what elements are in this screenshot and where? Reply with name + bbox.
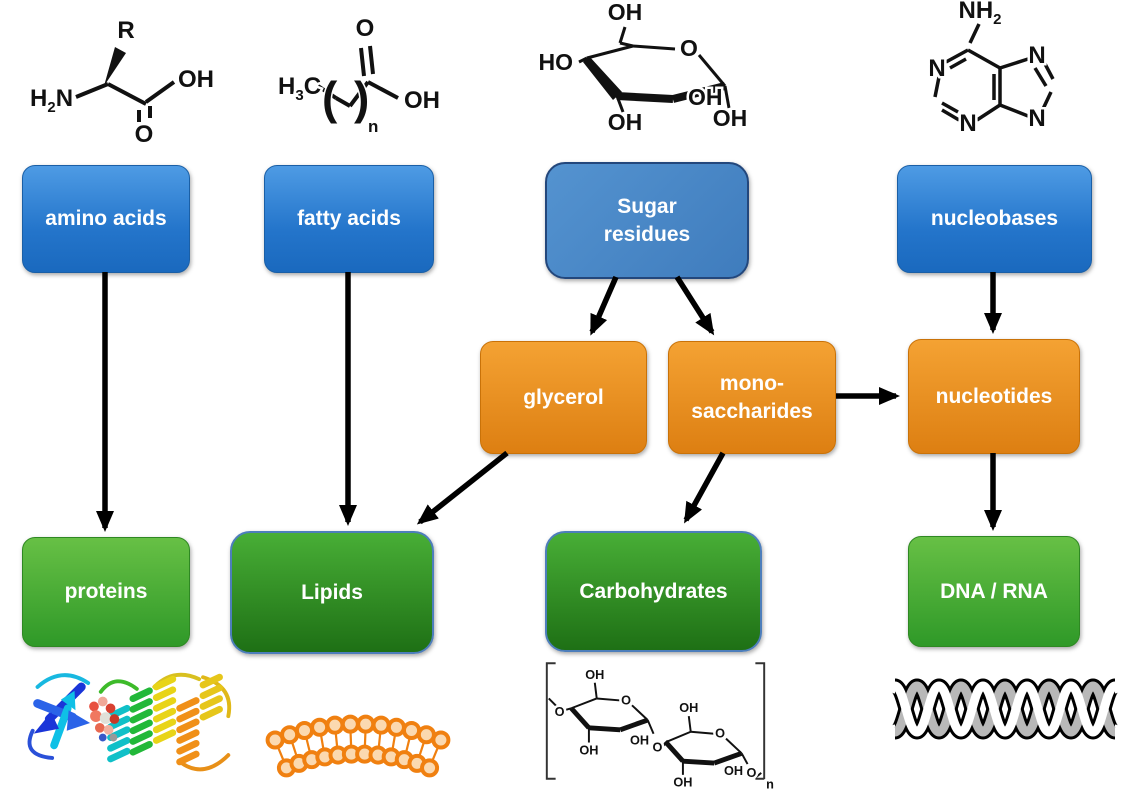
svg-text:H3C: H3C <box>278 73 321 104</box>
svg-text:N: N <box>1028 42 1045 69</box>
node-label: Lipids <box>301 580 363 604</box>
polysaccharide-structure-image: OH O O OH OH O OH O OH OH O n <box>545 662 776 792</box>
svg-text:OH: OH <box>673 775 692 790</box>
svg-text:OH: OH <box>178 66 214 93</box>
svg-text:(: ( <box>322 72 338 124</box>
node-label: Carbohydrates <box>579 579 728 603</box>
node-glycerol: glycerol <box>480 341 647 454</box>
node-fatty-acids: fatty acids <box>264 165 434 273</box>
svg-text:O: O <box>135 121 154 148</box>
svg-text:NH2: NH2 <box>958 0 1001 28</box>
svg-text:OH: OH <box>679 700 698 715</box>
svg-text:O: O <box>621 692 631 707</box>
svg-text:OH: OH <box>713 105 748 131</box>
node-dna-rna: DNA / RNA <box>908 536 1080 647</box>
svg-text:O: O <box>747 765 757 780</box>
node-monosaccharides: mono- saccharides <box>668 341 836 454</box>
dna-helix-image <box>891 678 1119 740</box>
svg-text:N: N <box>959 110 976 137</box>
svg-text:N: N <box>928 55 945 82</box>
svg-text:O: O <box>356 15 375 42</box>
node-label: glycerol <box>523 385 604 409</box>
node-label: Sugar residues <box>603 195 691 246</box>
node-label: proteins <box>64 580 148 604</box>
node-label: mono- saccharides <box>691 372 813 423</box>
svg-text:OH: OH <box>608 109 643 135</box>
node-lipids: Lipids <box>230 531 434 654</box>
node-carbohydrates: Carbohydrates <box>545 531 762 652</box>
svg-text:n: n <box>368 117 378 136</box>
node-label: nucleobases <box>930 207 1059 231</box>
arrow-sugar-to-glycerol <box>589 275 619 336</box>
svg-text:OH: OH <box>630 732 649 747</box>
node-sugar-residues: Sugar residues <box>545 162 749 279</box>
svg-text:O: O <box>555 704 565 719</box>
svg-text:N: N <box>1028 105 1045 132</box>
node-label: fatty acids <box>297 207 401 231</box>
arrow-glycerol-to-lipids <box>416 450 509 525</box>
svg-text:OH: OH <box>724 763 743 778</box>
glucose-structure-icon: OH HO O OH OH OH <box>536 0 750 138</box>
svg-text:H2N: H2N <box>30 85 73 116</box>
svg-text:OH: OH <box>579 742 598 757</box>
protein-ribbon-image <box>27 672 232 772</box>
node-label: amino acids <box>45 207 167 231</box>
node-label: nucleotides <box>935 384 1053 408</box>
svg-text:O: O <box>653 739 663 754</box>
ligand-spheres <box>89 696 120 742</box>
arrow-monosaccharides-to-carbohydrates <box>683 451 726 524</box>
svg-text:): ) <box>354 72 369 124</box>
arrow-sugar-to-monosaccharides <box>674 275 715 336</box>
svg-text:HO: HO <box>539 49 574 75</box>
svg-text:n: n <box>766 777 774 792</box>
lipid-bilayer-image <box>265 714 451 778</box>
svg-text:O: O <box>715 726 725 741</box>
fatty-acid-structure-icon: H3C ( ) n O OH <box>276 13 443 139</box>
node-amino-acids: amino acids <box>22 165 190 273</box>
node-label: DNA / RNA <box>940 579 1048 603</box>
svg-text:OH: OH <box>404 87 440 114</box>
r-group-label: R <box>117 17 134 44</box>
svg-text:OH: OH <box>608 0 643 25</box>
amino-acid-structure-icon: H2N R O OH <box>28 15 217 151</box>
node-nucleotides: nucleotides <box>908 339 1080 454</box>
svg-text:OH: OH <box>688 84 723 110</box>
svg-text:O: O <box>680 35 698 61</box>
svg-text:OH: OH <box>585 667 604 682</box>
node-nucleobases: nucleobases <box>897 165 1092 273</box>
node-proteins: proteins <box>22 537 190 647</box>
adenine-structure-icon: NH2 N N N N <box>926 0 1055 140</box>
